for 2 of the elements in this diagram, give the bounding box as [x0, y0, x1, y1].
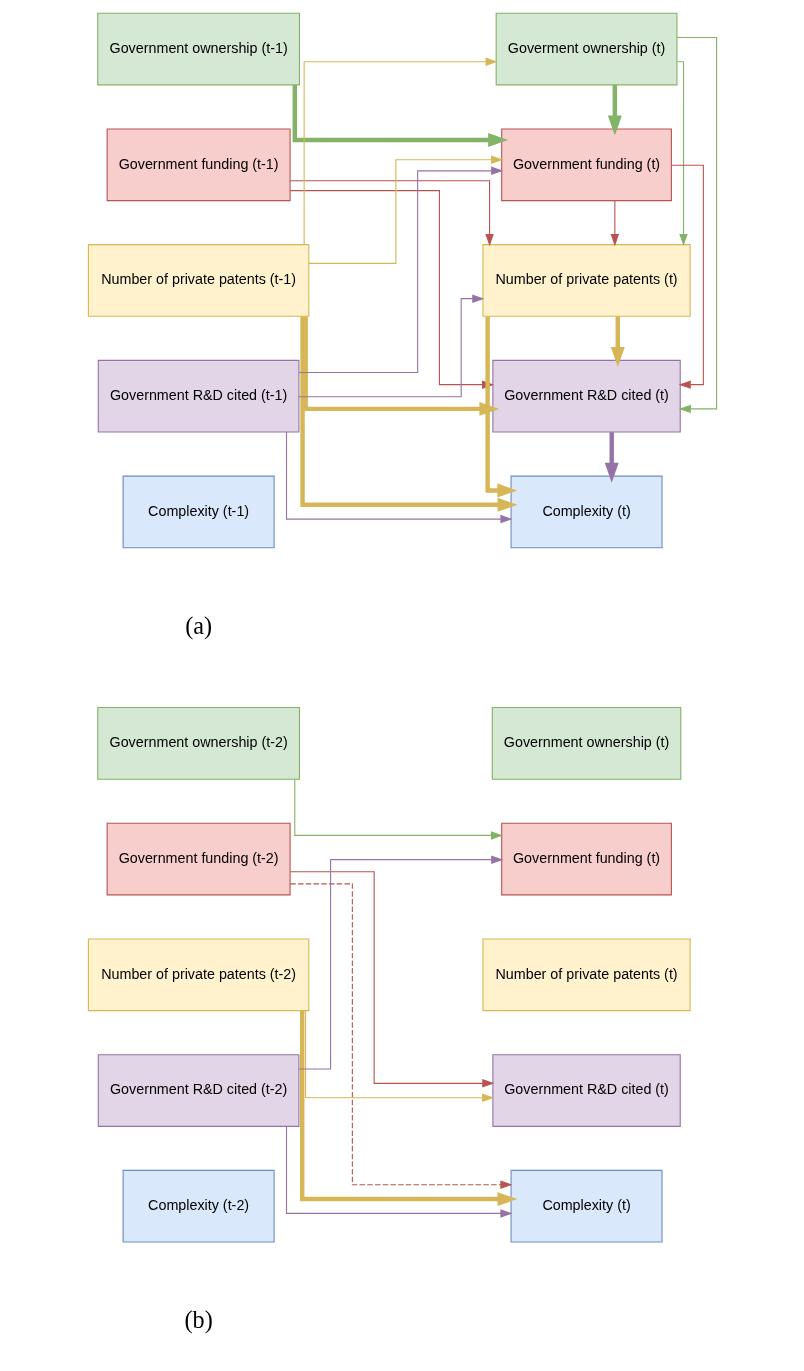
label: (b)	[183, 1306, 213, 1334]
label: (a)	[184, 611, 212, 639]
